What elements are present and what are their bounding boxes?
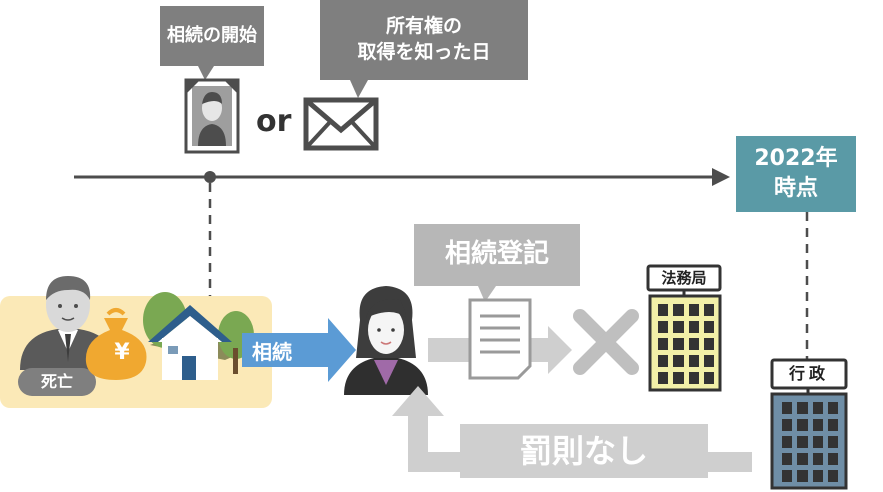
registration-callout-label: 相続登記	[444, 239, 549, 270]
ownership-known-callout: 所有権の 取得を知った日	[320, 0, 528, 80]
penalty-label: 罰則なし	[519, 432, 648, 470]
present-date-box: 2022年 時点	[736, 136, 856, 212]
or-label: or	[256, 104, 292, 139]
legal-affairs-sign: 法務局	[661, 269, 707, 287]
deceased-badge: 死亡	[40, 372, 73, 391]
inherit-label: 相続	[252, 340, 292, 364]
deceased-badge-bg	[18, 368, 96, 396]
deceased-man-icon	[20, 276, 116, 370]
legal-affairs-windows	[658, 304, 714, 384]
present-date-line2: 時点	[773, 176, 818, 201]
envelope-icon	[303, 97, 379, 151]
penalty-label-bg	[460, 424, 708, 478]
callout-tail-ownership	[350, 80, 368, 98]
money-bag-icon	[85, 308, 147, 380]
inheritance-start-callout: 相続の開始	[160, 6, 264, 66]
administration-windows	[782, 402, 838, 482]
heir-woman-icon	[344, 286, 428, 395]
yen-symbol: ¥	[114, 340, 130, 365]
timeline-arrowhead	[712, 168, 730, 186]
cross-icon	[573, 309, 639, 375]
administration-sign: 行政	[788, 364, 829, 383]
registration-callout: 相続登記	[414, 224, 580, 286]
inherit-arrow	[242, 318, 356, 382]
funeral-portrait-icon	[184, 78, 240, 154]
present-date-line1: 2022年	[754, 146, 838, 172]
ownership-known-line2: 取得を知った日	[357, 41, 491, 63]
callout-tail-start	[198, 66, 214, 80]
inheritance-start-label: 相続の開始	[167, 24, 257, 46]
document-icon	[468, 298, 532, 380]
callout-tail-registration	[478, 286, 496, 302]
house-with-trees-icon	[143, 292, 260, 380]
ownership-known-line1: 所有権の	[385, 15, 462, 38]
timeline-marker	[204, 171, 216, 183]
